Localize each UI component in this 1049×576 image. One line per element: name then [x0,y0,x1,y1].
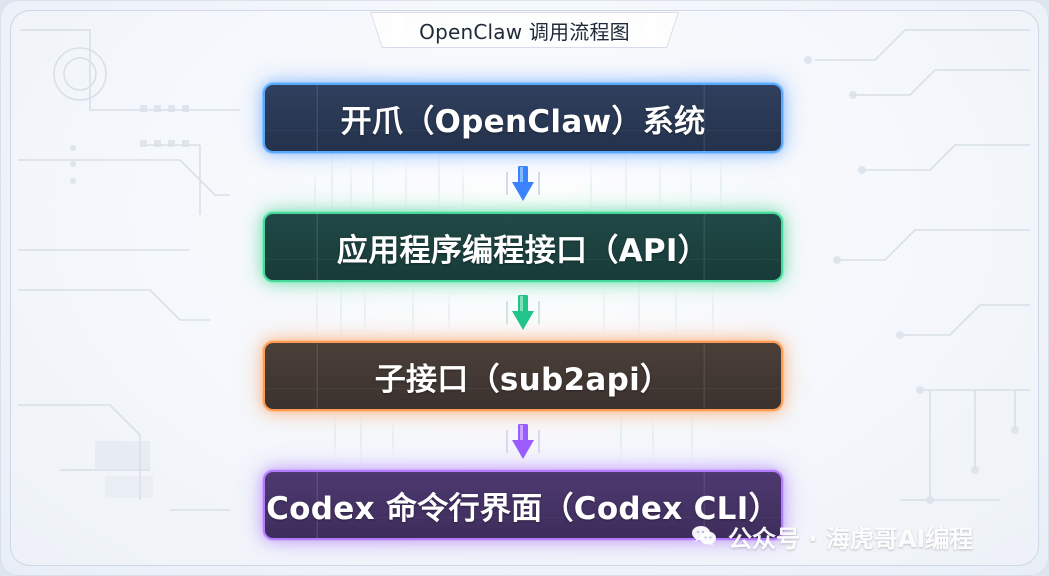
down-arrow-icon [506,295,540,330]
node-api-label: 应用程序编程接口（API） [336,232,710,269]
down-arrow-icon [506,424,540,459]
diagram-title-text: OpenClaw 调用流程图 [419,19,630,44]
diagram-title: OpenClaw 调用流程图 [392,12,657,48]
node-openclaw-system: 开爪（OpenClaw）系统 [263,83,783,153]
node-sub2api-label: 子接口（sub2api） [374,361,672,398]
node-api: 应用程序编程接口（API） [263,212,783,282]
node-openclaw-system-label: 开爪（OpenClaw）系统 [340,103,706,140]
watermark: 公众号 · 海虎哥AI编程 [690,512,1030,560]
down-arrow-icon [506,166,540,201]
arrow-openclaw-to-api [506,166,540,201]
watermark-text: 公众号 · 海虎哥AI编程 [728,524,974,553]
node-sub2api: 子接口（sub2api） [263,341,783,411]
node-codex-cli-label: Codex 命令行界面（Codex CLI） [266,490,780,527]
arrow-sub2api-to-codex-cli [506,424,540,459]
header: OpenClaw 调用流程图 [0,12,1049,48]
wechat-icon [692,526,716,546]
arrow-api-to-sub2api [506,295,540,330]
